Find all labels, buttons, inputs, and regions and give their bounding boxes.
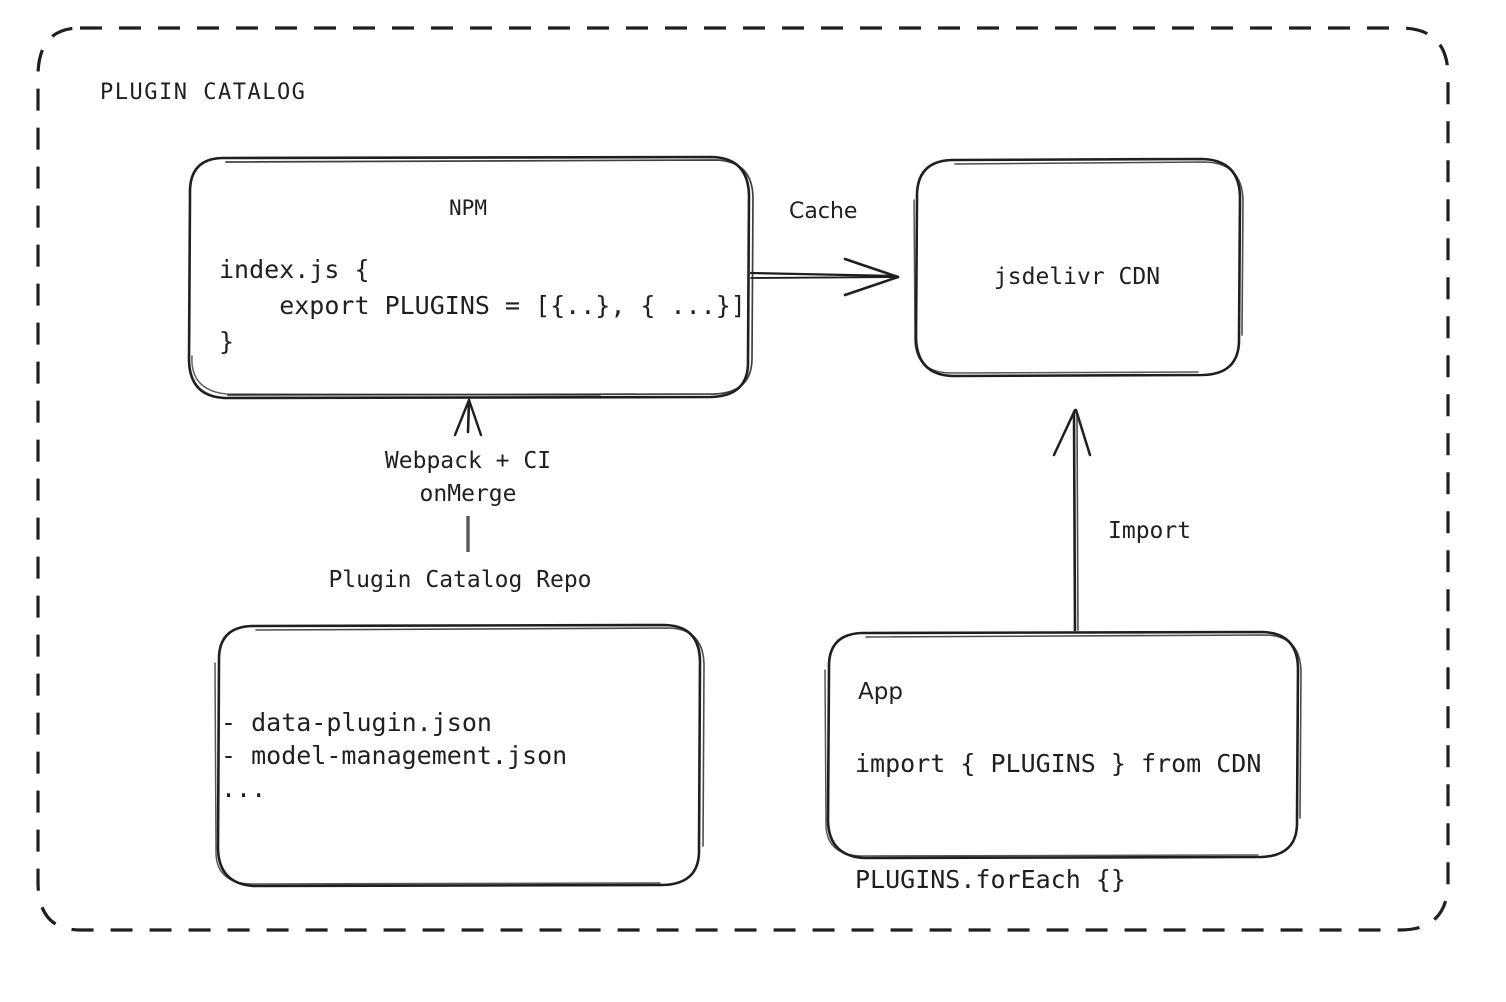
- node-cdn-title: jsdelivr CDN: [993, 264, 1161, 290]
- node-app-code: import { PLUGINS } from CDN PLUGINS.forE…: [855, 749, 1262, 894]
- node-repo-items: - data-plugin.json - model-management.js…: [221, 708, 568, 803]
- group-title: PLUGIN CATALOG: [100, 80, 307, 105]
- node-npm-code: index.js { export PLUGINS = [{..}, { ...…: [219, 255, 746, 356]
- edge-label-webpack-ci-onmerge: Webpack + CI onMerge: [384, 448, 552, 507]
- edge-app-to-cdn: [1052, 408, 1092, 632]
- node-app-title: App: [858, 679, 903, 705]
- edge-label-import: Import: [1108, 518, 1192, 544]
- edge-npm-to-cdn: [749, 257, 900, 297]
- node-npm-title: NPM: [449, 196, 487, 220]
- edge-label-cache: Cache: [789, 199, 858, 224]
- node-repo-caption: Plugin Catalog Repo: [328, 567, 592, 593]
